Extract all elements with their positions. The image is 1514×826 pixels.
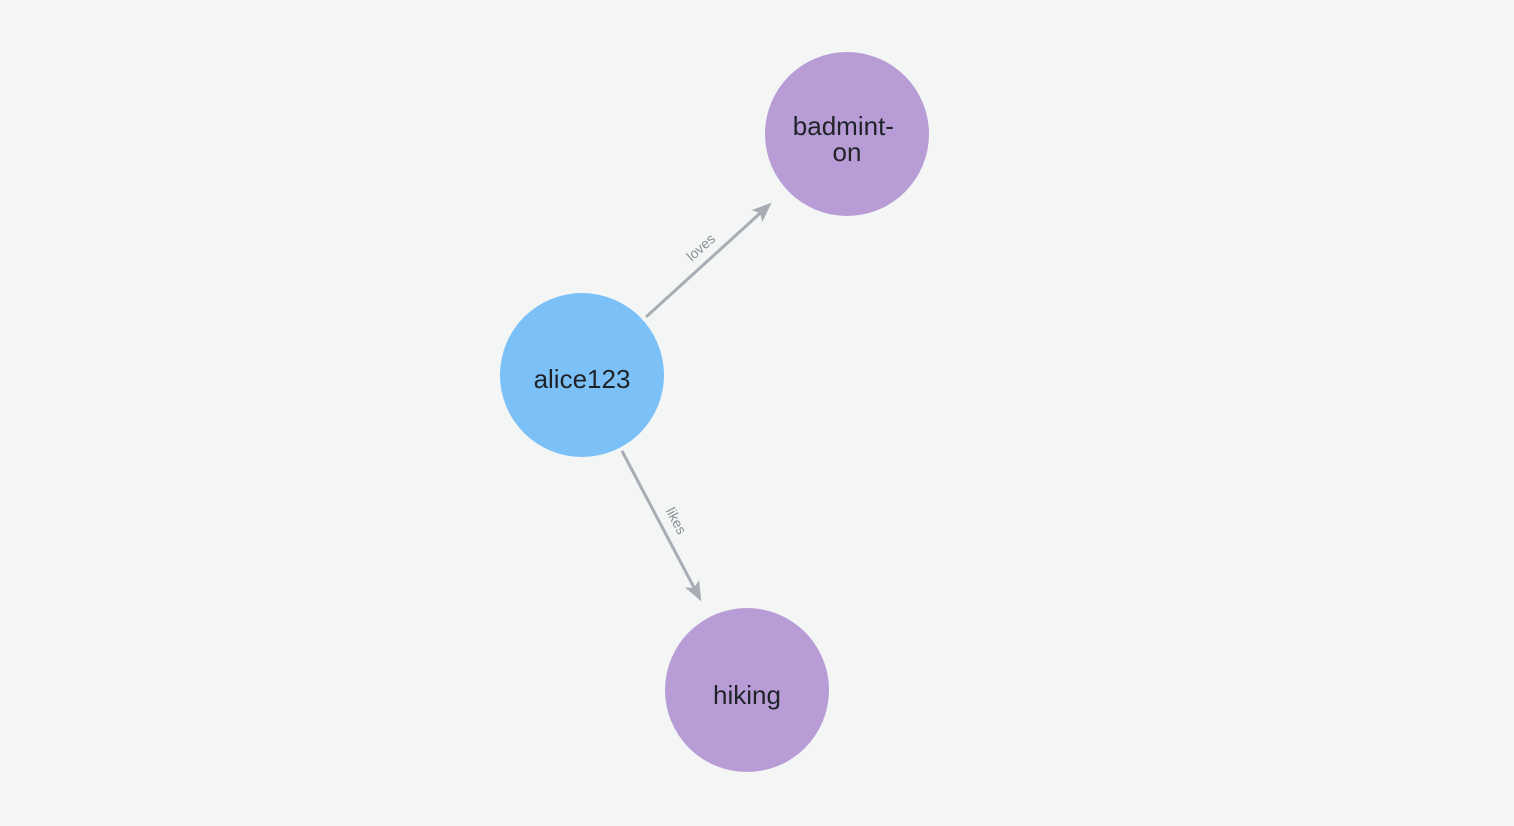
edge-loves-line[interactable]: [644, 202, 772, 319]
edge-likes-label[interactable]: likes: [663, 505, 690, 537]
edge-loves-label[interactable]: loves: [683, 230, 718, 264]
edge-loves[interactable]: loves: [644, 202, 772, 319]
node-hiking[interactable]: hiking: [665, 608, 829, 772]
node-hiking-circle[interactable]: [665, 608, 829, 772]
node-alice123[interactable]: alice123: [500, 293, 664, 457]
node-alice123-circle[interactable]: [500, 293, 664, 457]
node-badminton[interactable]: badmint- on: [765, 52, 929, 216]
node-badminton-circle[interactable]: [765, 52, 929, 216]
edge-likes[interactable]: likes: [620, 450, 702, 602]
edge-likes-line[interactable]: [620, 450, 702, 602]
